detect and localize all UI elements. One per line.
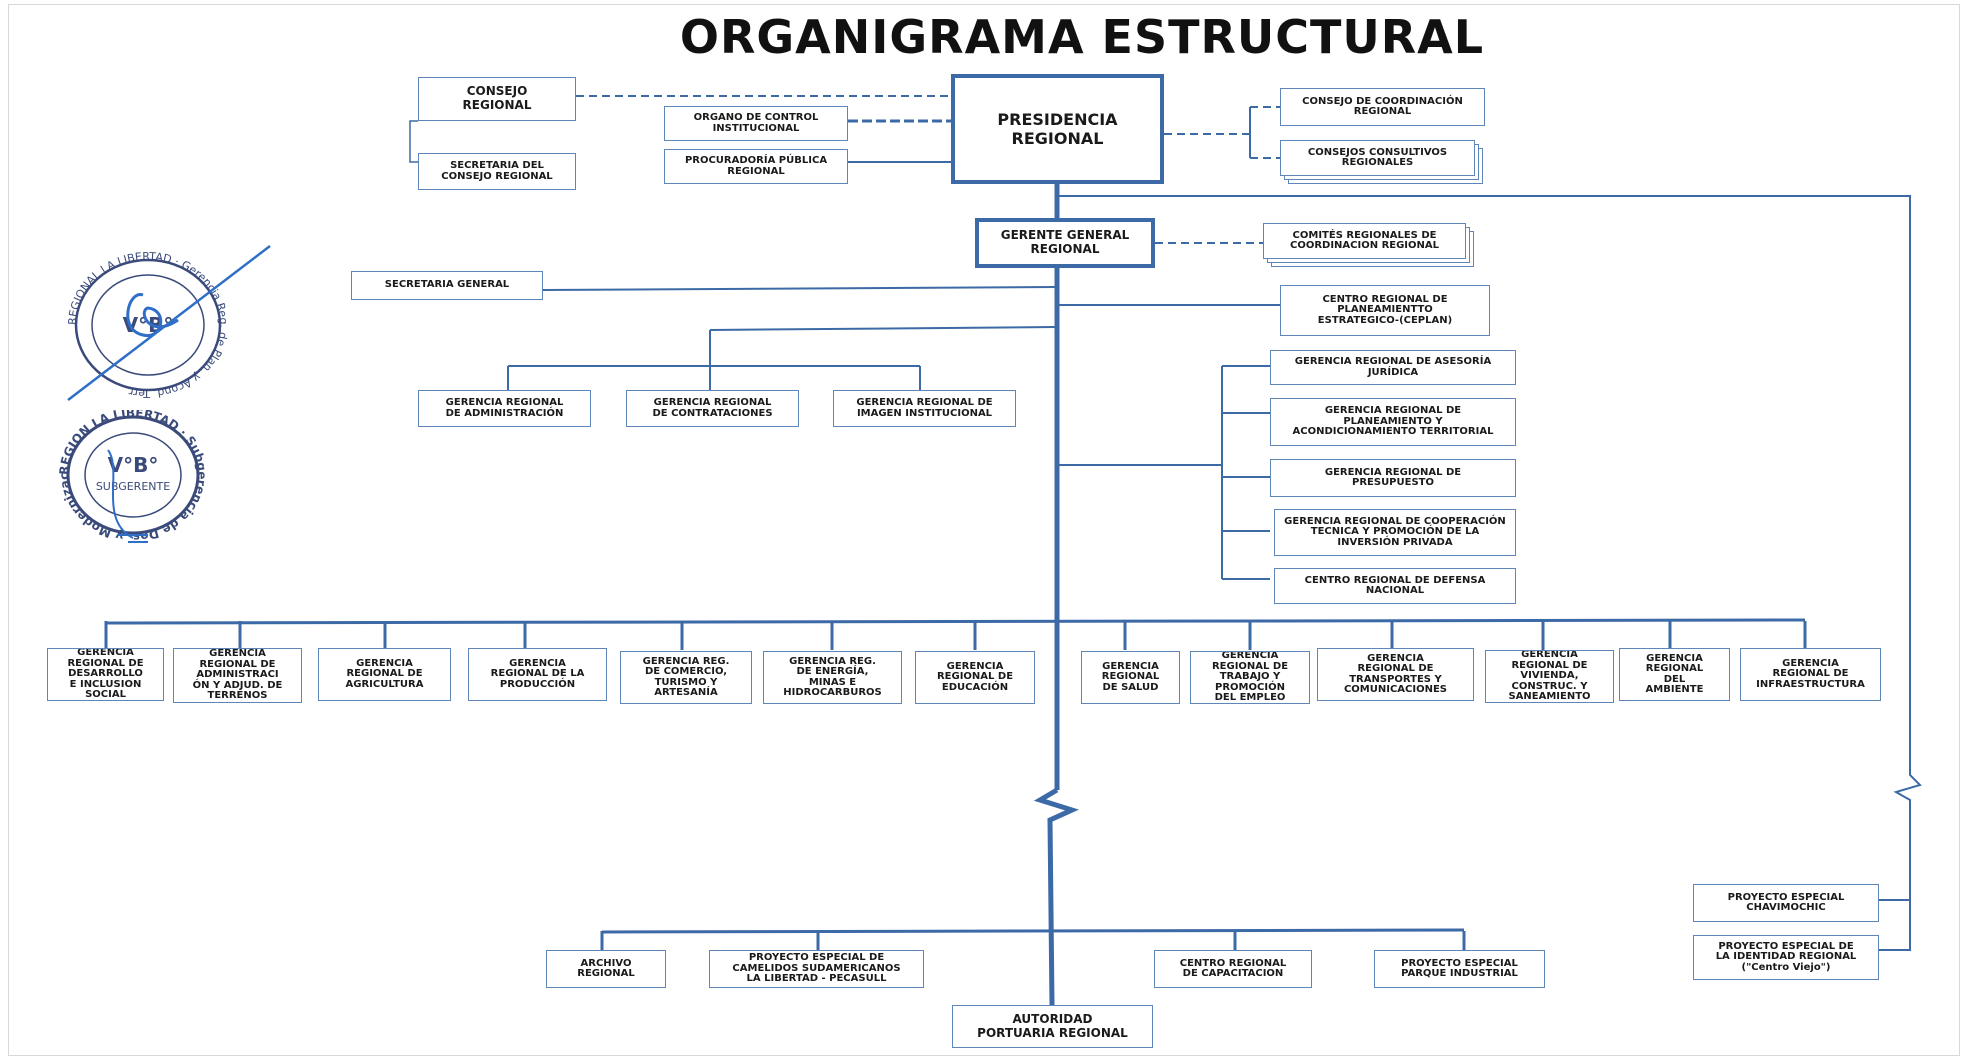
line-unit-box: GERENCIA REGIONAL DE TRABAJO Y PROMOCIÓN… bbox=[1190, 651, 1310, 704]
chart-title: ORGANIGRAMA ESTRUCTURAL bbox=[679, 10, 1485, 64]
signature-stroke bbox=[67, 245, 271, 401]
gerencia-cooperacion-box: GERENCIA REGIONAL DE COOPERACIÓN TECNICA… bbox=[1274, 509, 1516, 556]
gerencia-asesoria-juridica-box: GERENCIA REGIONAL DE ASESORÍA JURÍDICA bbox=[1270, 350, 1516, 385]
parque-industrial-box: PROYECTO ESPECIAL PARQUE INDUSTRIAL bbox=[1374, 950, 1545, 988]
approval-seal-2: REGION LA LIBERTAD · Subgerencia de Des.… bbox=[48, 410, 209, 544]
defensa-nacional-box: CENTRO REGIONAL DE DEFENSA NACIONAL bbox=[1274, 568, 1516, 604]
line-unit-box: GERENCIA REGIONAL DE ADMINISTRACI ÓN Y A… bbox=[173, 648, 302, 703]
seal2-ring-text: REGION LA LIBERTAD · Subgerencia de Des.… bbox=[48, 410, 209, 544]
line-unit-box: GERENCIA REGIONAL DE VIVIENDA, CONSTRUC.… bbox=[1485, 650, 1614, 703]
line-unit-box: GERENCIA REGIONAL DE DESARROLLO E INCLUS… bbox=[47, 648, 164, 701]
line-unit-box: GERENCIA REGIONAL DE TRANSPORTES Y COMUN… bbox=[1317, 648, 1474, 701]
seal2-mark: V°B° bbox=[108, 453, 159, 477]
secretaria-general-box: SECRETARIA GENERAL bbox=[351, 271, 543, 300]
main-spine-break bbox=[1033, 787, 1079, 1006]
centro-capacitacion-box: CENTRO REGIONAL DE CAPACITACION bbox=[1154, 950, 1312, 988]
pecasull-box: PROYECTO ESPECIAL DE CAMELIDOS SUDAMERIC… bbox=[709, 950, 924, 988]
organo-control-box: ORGANO DE CONTROL INSTITUCIONAL bbox=[664, 106, 848, 141]
line-unit-box: GERENCIA REG. DE ENERGÍA, MINAS E HIDROC… bbox=[763, 651, 902, 704]
archivo-regional-box: ARCHIVO REGIONAL bbox=[546, 950, 666, 988]
line-unit-box: GERENCIA REG. DE COMERCIO, TURISMO Y ART… bbox=[620, 651, 752, 704]
ceplan-box: CENTRO REGIONAL DE PLANEAMIENTTO ESTRATE… bbox=[1280, 285, 1490, 336]
consejo-coordinacion-box: CONSEJO DE COORDINACIÓN REGIONAL bbox=[1280, 88, 1485, 126]
signature-scribble bbox=[126, 293, 179, 337]
gerencia-contrataciones-box: GERENCIA REGIONAL DE CONTRATACIONES bbox=[626, 390, 799, 427]
gerente-general-box: GERENTE GENERAL REGIONAL bbox=[975, 218, 1155, 268]
gerencia-presupuesto-box: GERENCIA REGIONAL DE PRESUPUESTO bbox=[1270, 459, 1516, 497]
special-projects-connector bbox=[1057, 195, 1922, 951]
gerencia-imagen-box: GERENCIA REGIONAL DE IMAGEN INSTITUCIONA… bbox=[833, 390, 1016, 427]
autoridad-portuaria-box: AUTORIDAD PORTUARIA REGIONAL bbox=[952, 1005, 1153, 1048]
connector-line bbox=[709, 326, 1058, 331]
svg-text:REGION LA LIBERTAD · Subgerenc: REGION LA LIBERTAD · Subgerencia de Des.… bbox=[48, 410, 209, 544]
comites-regionales-box: COMITÉS REGIONALES DE COORDINACION REGIO… bbox=[1263, 223, 1466, 259]
proyecto-chavimochic-box: PROYECTO ESPECIAL CHAVIMOCHIC bbox=[1693, 884, 1879, 922]
line-unit-box: GERENCIA REGIONAL DE LA PRODUCCIÓN bbox=[468, 648, 607, 701]
connector-line bbox=[409, 120, 418, 163]
consejo-regional-box: CONSEJO REGIONAL bbox=[418, 77, 576, 121]
line-units-bus bbox=[105, 618, 1806, 625]
presidencia-regional-box: PRESIDENCIA REGIONAL bbox=[951, 74, 1164, 184]
decentralized-bus bbox=[601, 928, 1465, 934]
proyecto-identidad-box: PROYECTO ESPECIAL DE LA IDENTIDAD REGION… bbox=[1693, 935, 1879, 980]
gerencia-planeamiento-box: GERENCIA REGIONAL DE PLANEAMIENTO Y ACON… bbox=[1270, 398, 1516, 446]
signature-scribble-2 bbox=[107, 449, 148, 543]
consejos-consultivos-box: CONSEJOS CONSULTIVOS REGIONALES bbox=[1280, 140, 1475, 176]
line-unit-box: GERENCIA REGIONAL DE INFRAESTRUCTURA bbox=[1740, 648, 1881, 701]
secretaria-consejo-box: SECRETARIA DEL CONSEJO REGIONAL bbox=[418, 153, 576, 190]
seal2-subgerente: SUBGERENTE bbox=[96, 480, 170, 493]
gerencia-administracion-box: GERENCIA REGIONAL DE ADMINISTRACIÓN bbox=[418, 390, 591, 427]
page-frame bbox=[8, 4, 1960, 1056]
line-unit-box: GERENCIA REGIONAL DE AGRICULTURA bbox=[318, 648, 451, 701]
line-unit-box: GERENCIA REGIONAL DE EDUCACIÓN bbox=[915, 651, 1035, 704]
approval-seal-1: REGIONAL LA LIBERTAD · Gerencia Reg. de … bbox=[66, 245, 271, 401]
line-unit-box: GERENCIA REGIONAL DE SALUD bbox=[1081, 651, 1180, 704]
connector-line bbox=[542, 286, 1058, 291]
procuraduria-box: PROCURADORÍA PÚBLICA REGIONAL bbox=[664, 149, 848, 184]
line-unit-box: GERENCIA REGIONAL DEL AMBIENTE bbox=[1619, 648, 1730, 701]
